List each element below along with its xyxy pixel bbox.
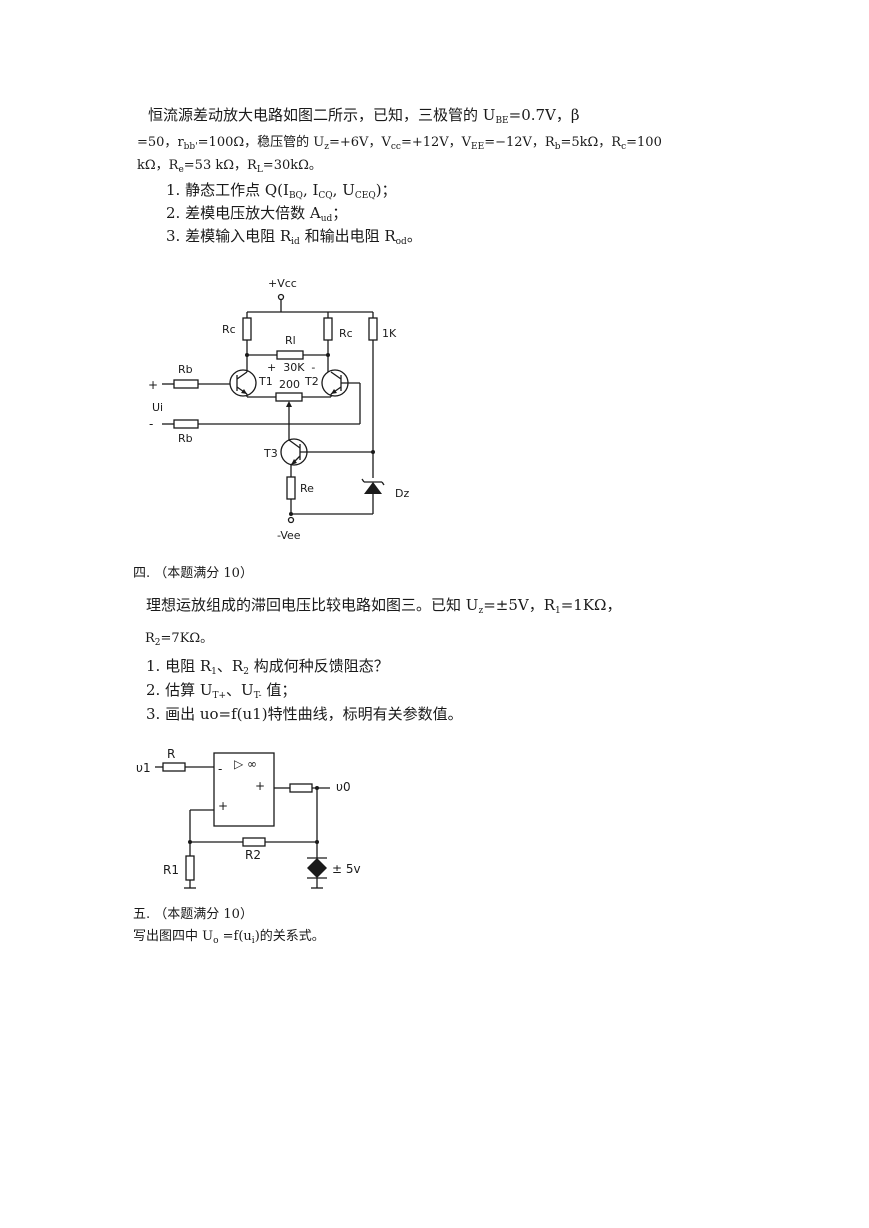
- input-plus-label: +: [148, 378, 158, 392]
- t2-emitter-arrow: [331, 389, 337, 394]
- t1-emitter-arrow: [241, 389, 247, 394]
- r1k-label: 1K: [382, 327, 397, 340]
- r2-resistor: [242, 837, 266, 847]
- r1-label: R1: [163, 863, 179, 877]
- node-vee: [289, 512, 293, 516]
- vee-label: -Vee: [277, 529, 301, 542]
- opamp-minus-label: -: [218, 762, 222, 776]
- problem3-line1: 恒流源差动放大电路如图二所示，已知，三极管的 UBE=0.7V，β: [148, 106, 580, 126]
- section4-question1: 1. 电阻 R1、R2 构成何种反馈阻态？: [146, 657, 389, 677]
- dz-label: Dz: [395, 487, 409, 500]
- u0-label: υ0: [336, 780, 351, 794]
- vcc-label: +Vcc: [268, 277, 297, 290]
- node-zener: [315, 840, 319, 844]
- zener-triangle-up: [307, 858, 327, 868]
- node-t3-base: [371, 450, 375, 454]
- opamp-box: [213, 752, 275, 827]
- problem3-question1: 1. 静态工作点 Q(IBQ, ICQ, UCEQ)；: [166, 181, 397, 201]
- t3-label: T3: [263, 447, 278, 460]
- zener-label: ± 5v: [332, 862, 361, 876]
- problem3-line2: =50，rbb'=100Ω，稳压管的 Uz=+6V，Vcc=+12V，VEE=−…: [137, 135, 662, 152]
- problem3-question3: 3. 差模输入电阻 Rid 和输出电阻 Rod。: [166, 227, 422, 247]
- r-label: R: [167, 747, 175, 761]
- t2-collector: [330, 371, 342, 380]
- section5-text: 写出图四中 Uo =f(ui)的关系式。: [133, 929, 325, 946]
- section4-question3: 3. 画出 uo=f(u1)特性曲线，标明有关参数值。: [146, 705, 463, 723]
- dz-cathode-tail2: [381, 481, 385, 486]
- vcc-terminal: [277, 293, 285, 301]
- opamp-plus-in-label: +: [218, 799, 228, 813]
- pot-wiper-arrow: [286, 401, 292, 407]
- opamp-plus-out-label: +: [255, 779, 265, 793]
- vee-terminal: [287, 516, 295, 524]
- section4-question2: 2. 估算 UT+、UT- 值；: [146, 681, 297, 701]
- u1-label: υ1: [136, 761, 151, 775]
- section5-header: 五. （本题满分 10）: [133, 907, 253, 922]
- rb-bottom-label: Rb: [178, 432, 193, 445]
- t1-transistor-body: [229, 369, 257, 397]
- problem3-line3: kΩ，Re=53 kΩ，RL=30kΩ。: [137, 158, 322, 175]
- rl-label: Rl: [285, 334, 296, 347]
- node-rl-right: [326, 353, 330, 357]
- t1-collector: [236, 371, 248, 380]
- section4-line1: 理想运放组成的滞回电压比较电路如图三。已知 Uz=±5V，R1=1KΩ，: [146, 596, 622, 616]
- r2-label: R2: [245, 848, 261, 862]
- ui-label: Ui: [152, 401, 163, 414]
- r-resistor: [162, 762, 186, 772]
- rb-top-label: Rb: [178, 363, 193, 376]
- rc-left-label: Rc: [222, 323, 236, 336]
- pot-label: 200: [279, 378, 300, 391]
- dz-triangle: [364, 482, 382, 494]
- t3-emitter-arrow: [291, 459, 297, 465]
- dz-cathode-tail: [361, 478, 365, 483]
- out-resistor: [289, 783, 313, 793]
- section4-header: 四. （本题满分 10）: [133, 566, 253, 581]
- problem3-question2: 2. 差模电压放大倍数 Aud；: [166, 204, 348, 224]
- rl-resistor: [276, 350, 304, 360]
- input-minus-label: -: [149, 417, 153, 431]
- r1-resistor: [185, 855, 195, 881]
- rc-right-label: Rc: [339, 327, 353, 340]
- t1-label: T1: [258, 375, 273, 388]
- re-label: Re: [300, 482, 314, 495]
- t2-label: T2: [304, 375, 319, 388]
- t3-collector: [288, 439, 301, 449]
- node-rl-left: [245, 353, 249, 357]
- section4-line2: R2=7KΩ。: [145, 631, 214, 648]
- zener-triangle-down: [307, 868, 327, 878]
- opamp-infinity-label: ▷ ∞: [234, 757, 257, 771]
- rl-polarity-label: + 30K -: [267, 361, 315, 374]
